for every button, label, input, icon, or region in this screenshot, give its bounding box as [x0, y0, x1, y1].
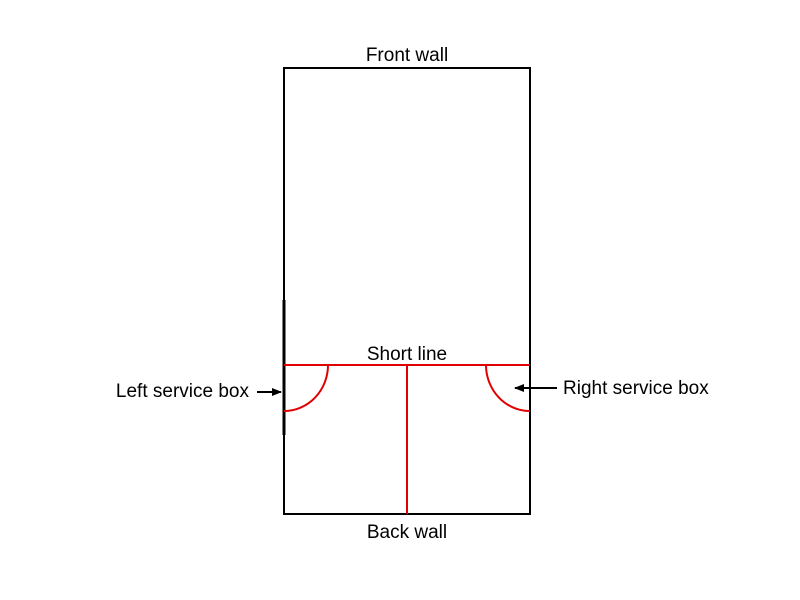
- right-service-box-label: Right service box: [563, 378, 709, 399]
- back-wall-label: Back wall: [367, 522, 447, 543]
- short-line-label: Short line: [367, 344, 447, 365]
- right-service-box-arc: [484, 364, 531, 412]
- left-service-box-arc: [283, 364, 330, 412]
- front-wall-label: Front wall: [366, 45, 448, 66]
- left-service-box-label: Left service box: [116, 381, 250, 402]
